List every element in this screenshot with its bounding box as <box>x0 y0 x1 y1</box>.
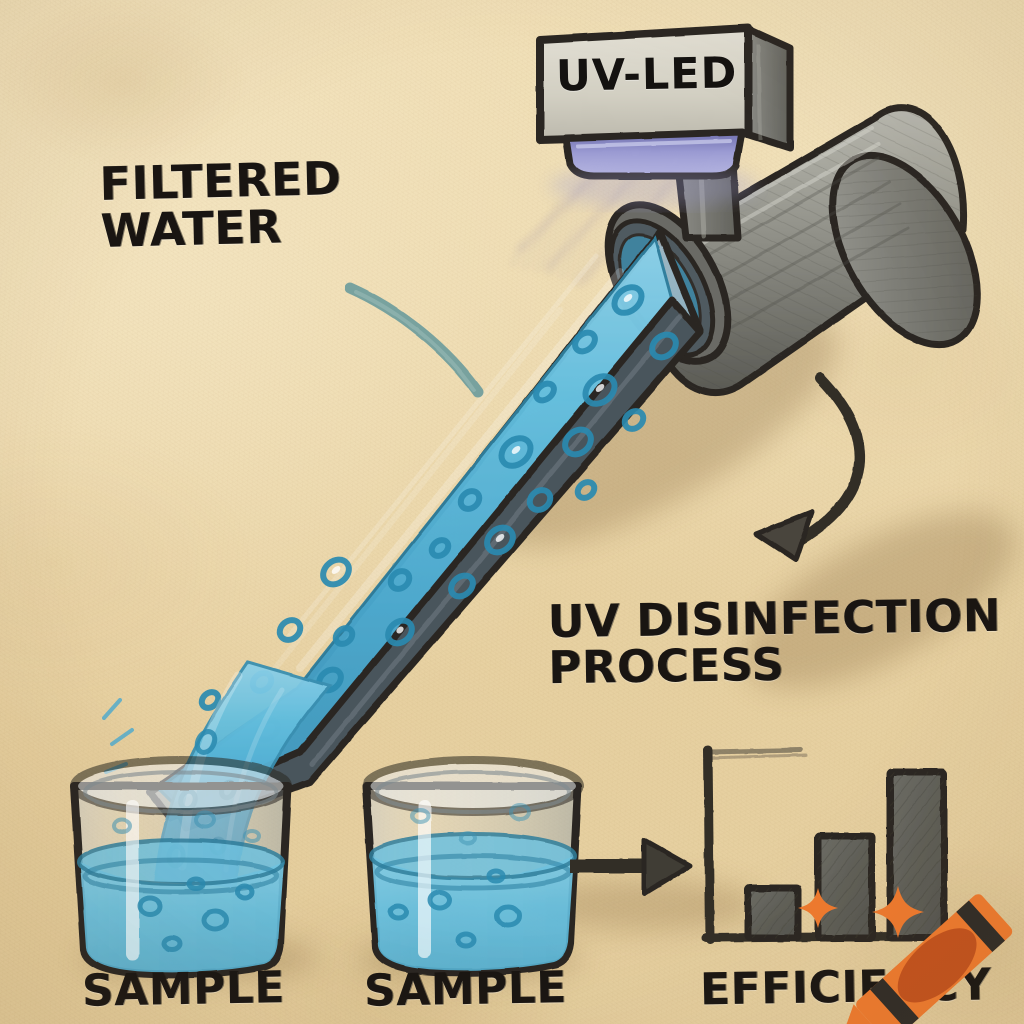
label-uv-led: UV-LED <box>555 48 738 102</box>
chart-bars <box>744 768 948 942</box>
arrow-curved <box>753 372 865 563</box>
uv-led-lamp <box>536 24 794 242</box>
bubbles <box>198 284 679 743</box>
beaker-right <box>362 756 584 977</box>
beaker-left <box>70 756 292 979</box>
arrow-to-chart <box>570 837 693 897</box>
label-efficiency: EFFICIENCY <box>699 959 992 1016</box>
label-uv-disinfection-process: UV DISINFECTION PROCESS <box>547 588 1002 695</box>
label-sample-right: SAMPLE <box>363 962 568 1017</box>
label-sample-left: SAMPLE <box>81 962 286 1017</box>
pointer-stroke <box>344 282 484 398</box>
label-filtered-water: FILTERED WATER <box>98 151 343 258</box>
